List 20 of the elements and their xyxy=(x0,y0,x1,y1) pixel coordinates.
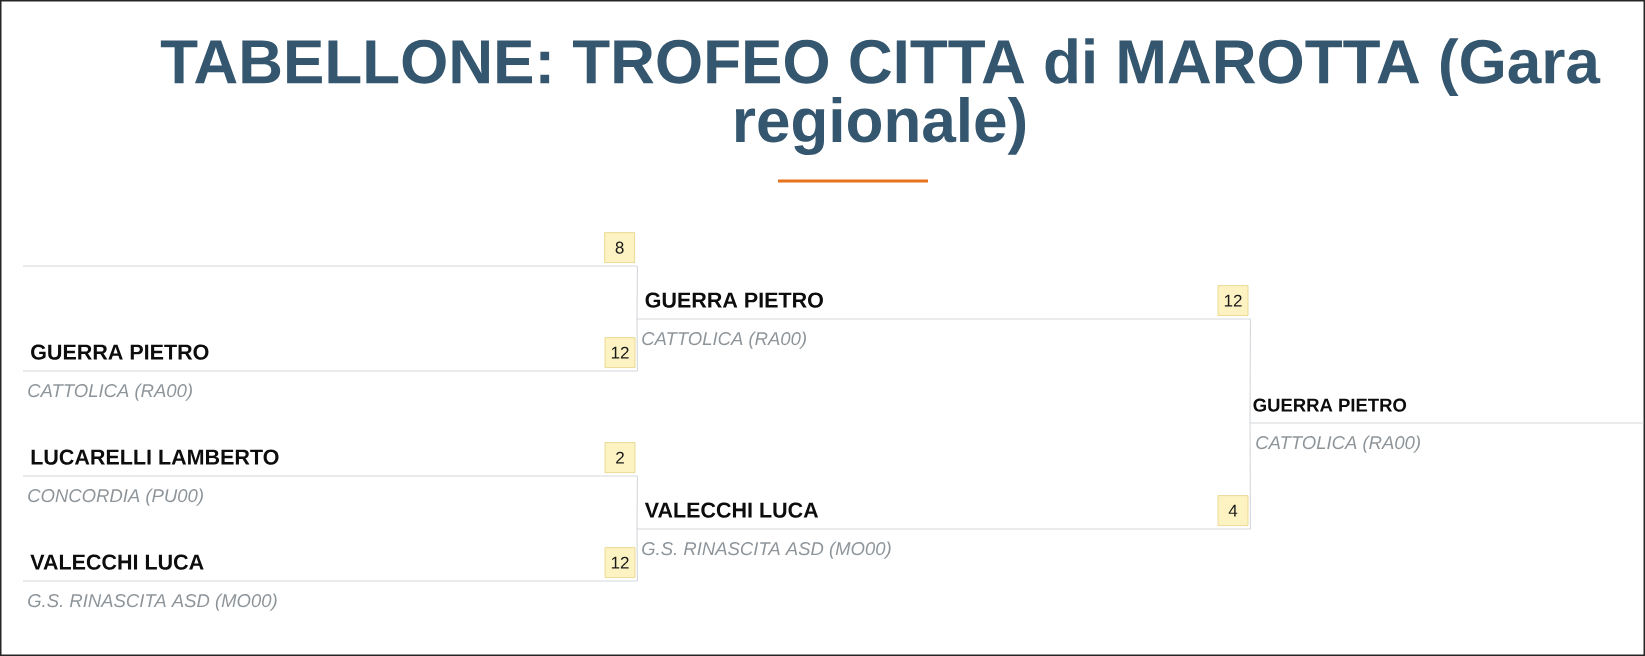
bracket-line xyxy=(1249,318,1251,424)
bracket-line xyxy=(636,528,638,582)
club-name: CATTOLICA (RA00) xyxy=(642,331,806,349)
club-name: CATTOLICA (RA00) xyxy=(28,383,192,401)
bracket-line xyxy=(636,475,638,530)
bracket-line xyxy=(636,265,638,320)
score-box: 4 xyxy=(1217,495,1249,526)
score-box: 12 xyxy=(1217,285,1249,316)
club-name: CATTOLICA (RA00) xyxy=(1256,435,1420,453)
score-box: 12 xyxy=(604,337,636,368)
score-box: 12 xyxy=(604,547,636,578)
player-slot: GUERRA PIETRO xyxy=(1249,398,1644,424)
score-box: 2 xyxy=(604,442,636,473)
bracket-line xyxy=(636,318,638,372)
score-box: 8 xyxy=(604,232,635,263)
club-name: G.S. RINASCITA ASD (MO00) xyxy=(642,541,891,559)
bracket-line xyxy=(1249,422,1251,530)
title: TABELLONE: TROFEO CITTA di MAROTTA (Gara regionale) xyxy=(160,38,1601,156)
club-name: G.S. RINASCITA ASD (MO00) xyxy=(28,593,277,611)
club-name: CONCORDIA (PU00) xyxy=(28,488,203,506)
